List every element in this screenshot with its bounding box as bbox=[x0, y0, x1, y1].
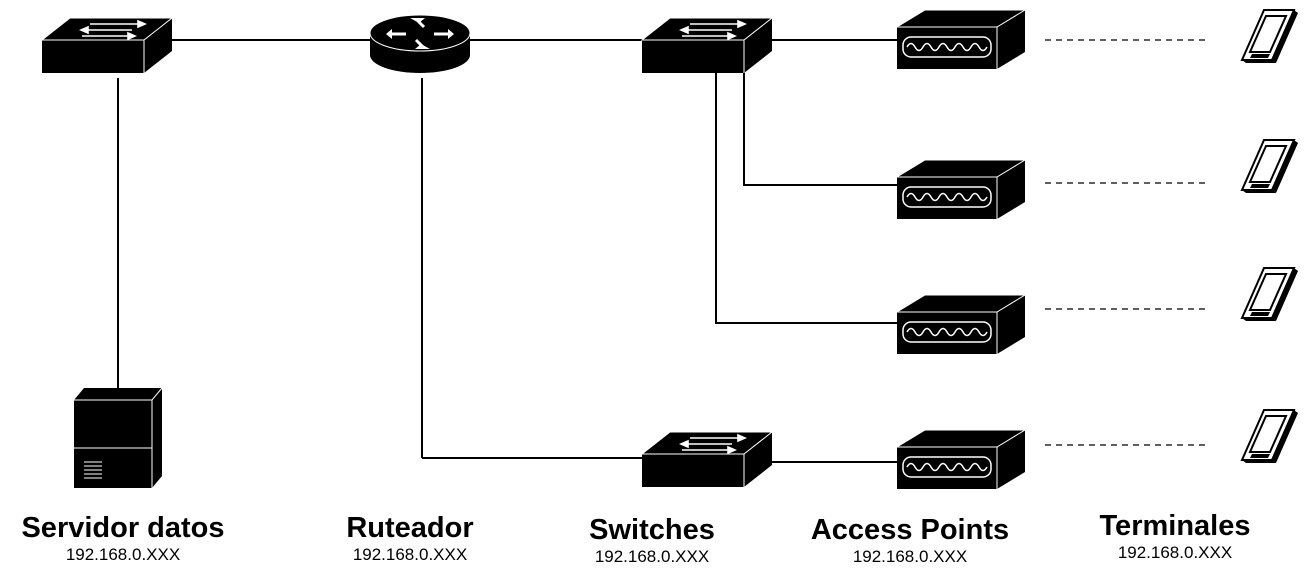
access-point-icon bbox=[896, 429, 1026, 490]
terminals-title: Terminales bbox=[1099, 510, 1251, 542]
terminals-label: Terminales 192.168.0.XXX bbox=[1080, 510, 1270, 563]
switch-icon bbox=[641, 17, 773, 74]
switches-ip: 192.168.0.XXX bbox=[594, 547, 710, 566]
server-title: Servidor datos bbox=[21, 512, 225, 544]
access-points-ip: 192.168.0.XXX bbox=[852, 547, 968, 566]
server-label: Servidor datos 192.168.0.XXX bbox=[8, 512, 238, 565]
server-ip: 192.168.0.XXX bbox=[65, 545, 181, 564]
switch-icon bbox=[41, 17, 173, 74]
access-point-icon bbox=[896, 294, 1026, 355]
server-icon bbox=[74, 387, 163, 488]
terminal-icon bbox=[1241, 267, 1299, 322]
connection-lines bbox=[117, 39, 898, 463]
terminal-icon bbox=[1241, 9, 1299, 64]
switches-title: Switches bbox=[589, 514, 715, 546]
router-title: Ruteador bbox=[346, 512, 474, 544]
router-icon bbox=[368, 13, 472, 75]
access-points-label: Access Points 192.168.0.XXX bbox=[790, 514, 1030, 567]
router-ip: 192.168.0.XXX bbox=[352, 545, 468, 564]
terminal-icon bbox=[1241, 409, 1299, 464]
access-point-icon bbox=[896, 159, 1026, 220]
access-points-title: Access Points bbox=[810, 514, 1010, 546]
switches-label: Switches 192.168.0.XXX bbox=[572, 514, 732, 567]
terminal-icon bbox=[1241, 139, 1299, 194]
wireless-links bbox=[1045, 39, 1210, 446]
terminals-ip: 192.168.0.XXX bbox=[1117, 543, 1233, 562]
router-label: Ruteador 192.168.0.XXX bbox=[330, 512, 490, 565]
access-point-icon bbox=[896, 9, 1026, 70]
switch-icon bbox=[641, 431, 773, 488]
